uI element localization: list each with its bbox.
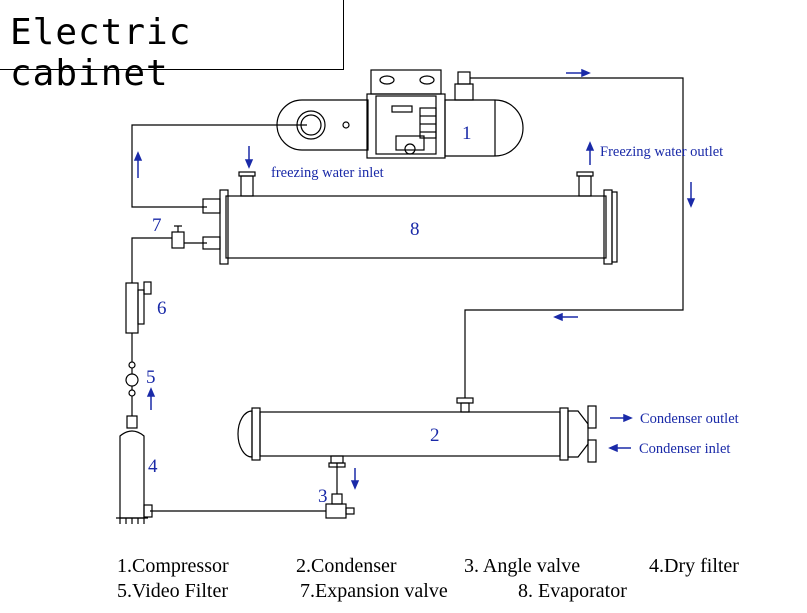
title-box: Electric cabinet <box>0 0 344 94</box>
dry-filter <box>116 415 153 524</box>
component-numbers: 1 8 7 6 5 4 2 3 <box>146 123 472 507</box>
expansion-valve <box>171 225 185 249</box>
flow-arrows <box>133 68 696 490</box>
number-compressor: 1 <box>462 123 472 144</box>
arrow-left-mid-pipe <box>553 312 578 322</box>
discharge-pipe <box>464 77 684 398</box>
arrow-down-water-inlet <box>244 146 254 169</box>
video-filter <box>125 361 139 397</box>
number-evaporator: 8 <box>410 219 420 240</box>
condenser <box>237 397 597 468</box>
legend-item-condenser: 2.Condenser <box>296 555 397 577</box>
evaporator <box>202 171 618 265</box>
arrow-up-filter <box>146 387 156 410</box>
legend-item-video-filter: 5.Video Filter <box>117 580 229 602</box>
number-dry-filter: 4 <box>148 456 158 477</box>
arrow-up-suction <box>133 151 143 178</box>
compressor <box>276 69 524 159</box>
legend-item-dry-filter: 4.Dry filter <box>649 555 739 577</box>
label-condenser-outlet: Condenser outlet <box>640 411 739 427</box>
angle-valve <box>325 493 355 519</box>
expansion-line-b <box>131 237 172 283</box>
label-freezing-water-outlet: Freezing water outlet <box>600 144 723 160</box>
arrow-right-condenser-outlet <box>610 413 633 423</box>
arrow-right-discharge <box>566 68 591 78</box>
number-sight-glass: 6 <box>157 298 167 319</box>
arrow-down-right-pipe <box>686 182 696 208</box>
number-angle-valve: 3 <box>318 486 328 507</box>
legend-item-expansion-valve: 7.Expansion valve <box>300 580 448 602</box>
arrow-left-condenser-inlet <box>608 443 631 453</box>
arrow-down-condenser-drain <box>350 468 360 490</box>
piping <box>131 77 684 512</box>
arrow-up-water-outlet <box>585 141 595 165</box>
label-freezing-water-inlet: freezing water inlet <box>271 165 384 181</box>
number-expansion-valve: 7 <box>152 215 162 236</box>
flow-labels: freezing water inlet Freezing water outl… <box>271 144 739 457</box>
sight-glass <box>125 281 152 334</box>
label-condenser-inlet: Condenser inlet <box>639 441 730 457</box>
number-video-filter: 5 <box>146 367 156 388</box>
diagram-title: Electric cabinet <box>10 12 192 94</box>
legend-item-evaporator: 8. Evaporator <box>518 580 627 602</box>
suction-pipe <box>131 124 307 208</box>
number-condenser: 2 <box>430 425 440 446</box>
legend-item-angle-valve: 3. Angle valve <box>464 555 581 577</box>
legend-item-compressor: 1.Compressor <box>117 555 229 577</box>
